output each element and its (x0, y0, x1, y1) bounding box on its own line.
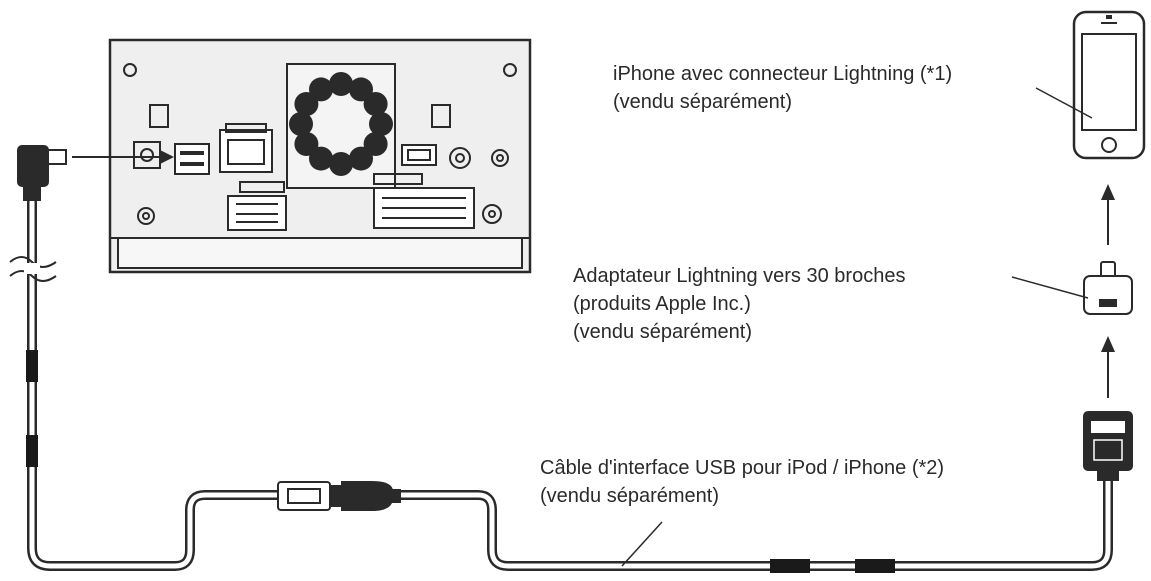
arrow-up-to-adapter (1101, 336, 1115, 398)
arrow-to-usb-port (72, 150, 174, 164)
fan-blob (369, 112, 393, 136)
fan-blob (329, 72, 353, 96)
iphone-label-line1: iPhone avec connecteur Lightning (*1) (613, 63, 953, 85)
fan-blob (329, 152, 353, 176)
fan-blob (349, 77, 373, 102)
fan-blob (294, 132, 319, 156)
fan-blob (309, 146, 333, 171)
dock-connector-30pin (1083, 411, 1133, 481)
fan-blob (363, 132, 388, 156)
adapter-label-line2: (produits Apple Inc.) (573, 293, 751, 315)
head-unit-vents (225, 123, 423, 193)
cable-label: Câble d'interface USB pour iPod / iPhone… (540, 454, 944, 510)
cooling-fan (289, 72, 393, 176)
usb-plug-angled (17, 145, 67, 201)
lightning-adapter (1083, 261, 1133, 315)
leader-lines (621, 87, 1093, 567)
fan-blob (349, 146, 373, 171)
head-unit-connectors (137, 129, 509, 231)
arrow-up-to-iphone (1101, 184, 1115, 245)
cable-label-line1: Câble d'interface USB pour iPod / iPhone… (540, 457, 945, 479)
usb-cable (27, 190, 1113, 571)
cable-label-line2: (vendu séparément) (540, 485, 719, 507)
cable-bands (26, 350, 895, 573)
iphone-label: iPhone avec connecteur Lightning (*1) (v… (613, 60, 952, 116)
inline-usb-connector (277, 481, 401, 511)
iphone-label-line2: (vendu séparément) (613, 91, 792, 113)
fan-blob (294, 92, 319, 116)
adapter-label-line3: (vendu séparément) (573, 321, 752, 343)
adapter-label: Adaptateur Lightning vers 30 broches (pr… (573, 262, 905, 346)
cable-break-mark (9, 256, 57, 282)
adapter-label-line1: Adaptateur Lightning vers 30 broches (573, 265, 906, 287)
fan-blob (309, 77, 333, 102)
iphone-device (1072, 10, 1146, 160)
fan-blob (289, 112, 313, 136)
fan-blob (363, 92, 388, 116)
